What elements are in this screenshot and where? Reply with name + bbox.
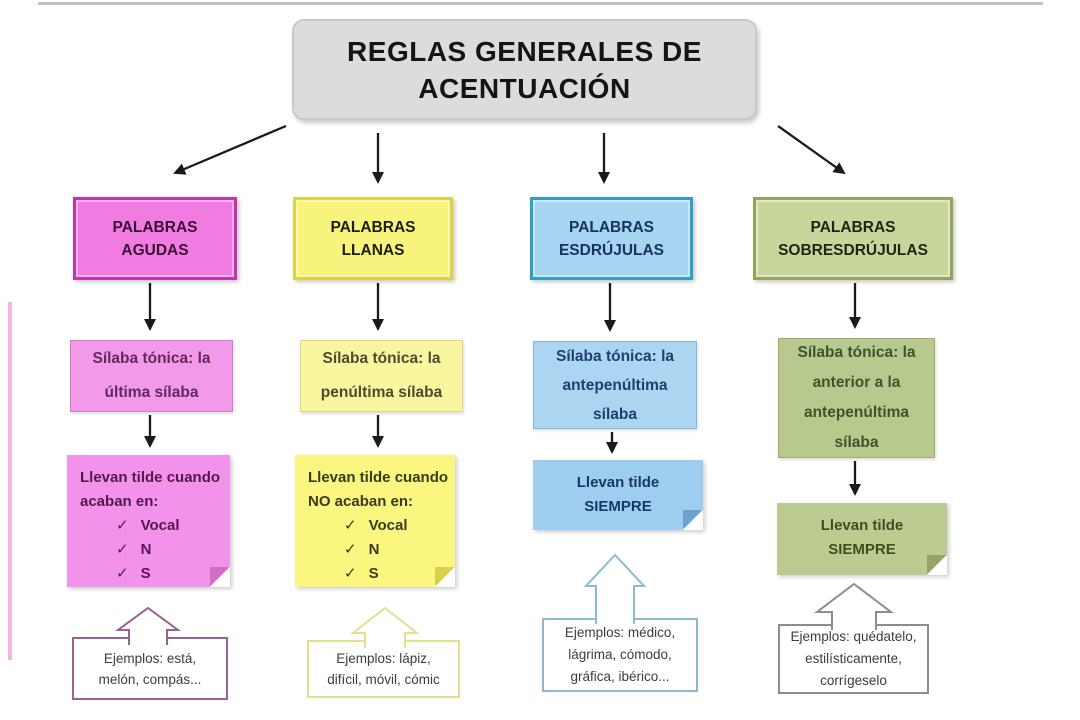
tilde-note-agudas: Llevan tilde cuando acaban en: ✓Vocal ✓N… [67,455,230,587]
example-line: Ejemplos: está, [103,650,197,666]
header-label-agudas: PALABRAS AGUDAS [112,218,198,259]
tilde-note-esdrujulas: Llevan tilde SIEMPRE [533,460,703,530]
tilde-line2: SIEMPRE [828,541,896,558]
example-box-esdrujulas: Ejemplos: médico, lágrima, cómodo, gráfi… [542,618,698,692]
tonic-text-sobresdrujulas: Sílaba tónica: la anterior a la antepenú… [797,344,916,451]
tilde-note-llanas: Llevan tilde cuando NO acaban en: ✓Vocal… [295,455,455,587]
folded-corner [683,510,703,530]
tilde-line2: NO acaban en: [308,493,414,510]
tilde-line1: Llevan tilde cuando [80,469,221,486]
folded-corner [927,555,947,575]
tilde-line2: acaban en: [80,493,159,510]
tonic-box-llanas: Sílaba tónica: la penúltima sílaba [300,340,463,412]
example-line: difícil, móvil, cómic [327,672,440,687]
diagram-title-box: REGLAS GENERALES DE ACENTUACIÓN [292,19,757,120]
example-box-llanas: Ejemplos: lápiz, difícil, móvil, cómic [307,640,460,698]
header-box-agudas: PALABRAS AGUDAS [73,197,237,280]
header-label-sobresdrujulas: PALABRAS SOBRESDRÚJULAS [778,218,928,259]
arrow-title-to-sobresdrujulas [777,125,846,175]
header-box-esdrujulas: PALABRAS ESDRÚJULAS [530,197,693,280]
checklist-item: ✓N [344,538,449,562]
tonic-text-llanas: Sílaba tónica: la penúltima sílaba [320,350,443,401]
example-line: Ejemplos: quédatelo, [790,629,917,644]
example-line: corrígeselo [820,673,887,688]
tonic-box-sobresdrujulas: Sílaba tónica: la anterior a la antepenú… [778,338,935,458]
checklist-item: ✓Vocal [344,514,449,538]
header-box-llanas: PALABRAS LLANAS [293,197,453,280]
check-icon: ✓ [344,541,357,558]
check-icon: ✓ [116,541,129,558]
example-line: Ejemplos: médico, [564,625,676,640]
checklist-item: ✓S [344,562,449,586]
checklist-item: ✓Vocal [116,514,224,538]
tilde-line1: Llevan tilde [820,517,904,534]
checklist-item: ✓S [116,562,224,586]
header-label-llanas: PALABRAS LLANAS [330,218,416,259]
tilde-checklist: ✓Vocal ✓N ✓S [308,514,449,586]
tonic-box-esdrujulas: Sílaba tónica: la antepenúltima sílaba [533,341,697,429]
example-line: melón, compás... [98,671,202,687]
check-icon: ✓ [344,517,357,534]
check-icon: ✓ [344,565,357,582]
tilde-note-sobresdrujulas: Llevan tilde SIEMPRE [777,503,947,575]
tilde-checklist: ✓Vocal ✓N ✓S [80,514,224,586]
photo-left-edge-line [8,302,12,660]
diagram-title: REGLAS GENERALES DE ACENTUACIÓN [347,35,702,104]
tilde-line1: Llevan tilde cuando [308,469,449,486]
example-line: Ejemplos: lápiz, [336,651,431,666]
example-line: estilísticamente, [805,651,902,666]
folded-corner [435,567,455,587]
callout-arrow-esdrujulas [583,553,647,624]
checklist-item: ✓N [116,538,224,562]
tonic-box-agudas: Sílaba tónica: la última sílaba [70,340,233,412]
tonic-text-agudas: Sílaba tónica: la última sílaba [92,350,211,401]
check-icon: ✓ [116,517,129,534]
header-box-sobresdrujulas: PALABRAS SOBRESDRÚJULAS [753,197,953,280]
black-connector-group [144,124,861,496]
folded-corner [210,567,230,587]
example-box-agudas: Ejemplos: está, melón, compás... [72,637,228,700]
example-line: gráfica, ibérico... [570,669,670,684]
example-box-sobresdrujulas: Ejemplos: quédatelo, estilísticamente, c… [778,624,929,694]
header-label-esdrujulas: PALABRAS ESDRÚJULAS [558,218,665,259]
arrow-title-to-agudas [173,124,287,175]
tilde-line2: SIEMPRE [584,498,652,515]
check-icon: ✓ [116,565,129,582]
example-line: lágrima, cómodo, [568,647,672,662]
tonic-text-esdrujulas: Sílaba tónica: la antepenúltima sílaba [555,347,674,423]
tilde-line1: Llevan tilde [576,474,660,491]
photo-top-edge-line [38,2,1043,5]
